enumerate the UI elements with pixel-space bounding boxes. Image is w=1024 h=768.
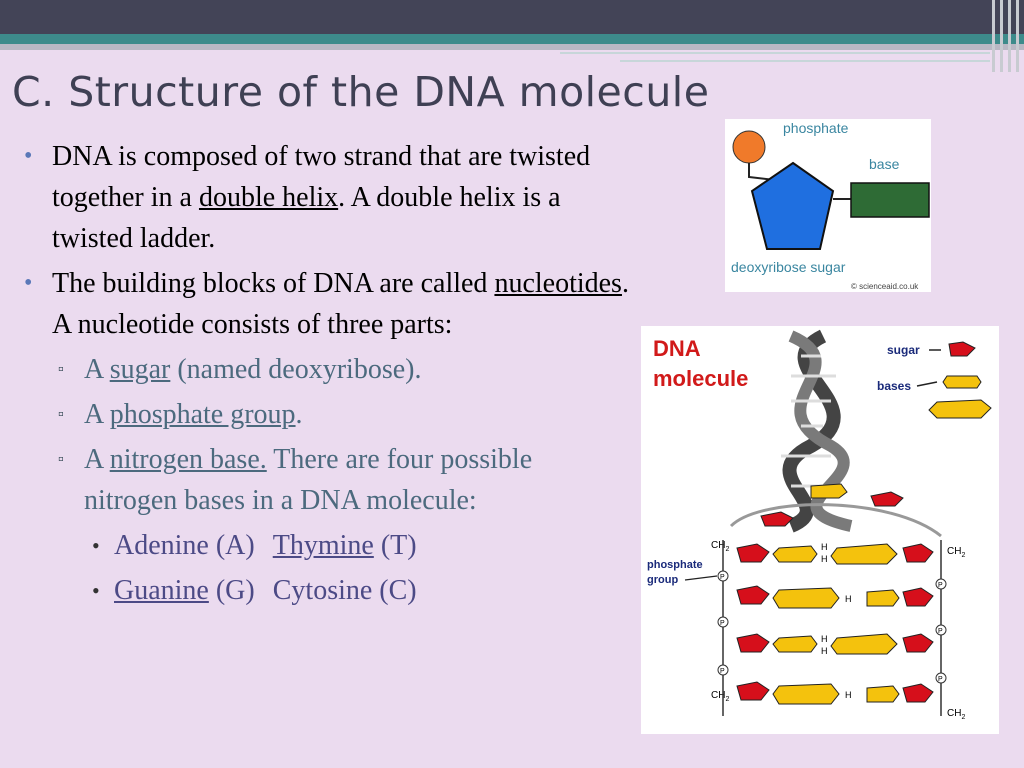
sugar-pentagon — [750, 161, 835, 250]
legend-base-icon — [942, 375, 982, 389]
base-unit — [810, 483, 848, 499]
legend-bases-label: bases — [877, 379, 911, 393]
svg-text:H: H — [821, 554, 828, 564]
base-list-row: • Guanine (G) Cytosine (C) — [22, 570, 632, 611]
svg-text:H: H — [821, 542, 828, 552]
ladder-row: HH — [736, 633, 934, 656]
sugar-unit — [760, 511, 794, 527]
svg-text:H: H — [845, 594, 852, 604]
base-label: base — [869, 156, 900, 172]
square-bullet-icon: ▫ — [58, 406, 64, 423]
base-rectangle — [850, 182, 930, 218]
ladder-row: H — [736, 585, 934, 609]
square-bullet-icon: ▫ — [58, 361, 64, 378]
sub-bullet-text: A — [84, 399, 110, 430]
bullet-text: The building blocks of DNA are called — [52, 268, 495, 299]
bullet-text: DNA is composed of two strand that are t… — [52, 141, 591, 213]
sub-bullet-nitrogen-base: ▫ A nitrogen base. There are four possib… — [22, 439, 604, 521]
helix-strand — [782, 329, 841, 533]
image-credit: © scienceaid.co.uk — [851, 282, 919, 291]
ladder-row: CH2 HH CH2 — [711, 540, 965, 565]
sugar-unit — [870, 491, 904, 507]
dot-bullet-icon: • — [92, 533, 100, 558]
base-text: (G) — [208, 575, 255, 606]
svg-text:H: H — [845, 690, 852, 700]
nucleotide-svg: phosphate base deoxyribose sugar © scien… — [731, 120, 930, 291]
corner-decoration — [988, 0, 1024, 72]
bullet-dot-icon: • — [24, 270, 33, 296]
phosphate-pointer — [684, 575, 718, 581]
bullet-text: . A double helix is a twisted ladder. — [52, 182, 561, 254]
legend-line — [916, 381, 938, 387]
slide-title: C. Structure of the DNA molecule — [12, 68, 710, 116]
ch2-label: CH2 — [947, 546, 965, 559]
link-nucleotides[interactable]: nucleotides — [494, 268, 622, 299]
svg-text:P: P — [938, 582, 943, 589]
link-nitrogen-base[interactable]: nitrogen base. — [109, 444, 267, 475]
legend-sugar-label: sugar — [887, 343, 920, 357]
bullet-nucleotides: • The building blocks of DNA are called … — [22, 263, 632, 345]
square-bullet-icon: ▫ — [58, 451, 64, 468]
strand-backbone — [729, 503, 942, 538]
dna-figure-title: molecule — [653, 366, 748, 391]
nucleotide-diagram: phosphate base deoxyribose sugar © scien… — [725, 119, 931, 292]
svg-text:P: P — [938, 628, 943, 635]
dot-bullet-icon: • — [92, 578, 100, 603]
header-stripe-gray — [0, 44, 1024, 50]
svg-text:P: P — [938, 676, 943, 683]
base-cytosine: Cytosine (C) — [272, 575, 417, 606]
phosphate-label: phosphate — [783, 120, 849, 136]
sub-bullet-text: A — [84, 354, 110, 385]
sub-bullet-text: . — [295, 399, 303, 430]
legend-sugar-icon — [948, 341, 976, 357]
bullet-text: . A nucleotide consists of three parts: — [52, 268, 629, 340]
ch2-label: CH2 — [711, 690, 729, 703]
slide-body: • DNA is composed of two strand that are… — [22, 136, 632, 611]
link-guanine[interactable]: Guanine — [114, 575, 209, 606]
svg-text:H: H — [821, 634, 828, 644]
phosphate-circle — [732, 130, 766, 164]
header-line — [560, 52, 990, 54]
link-phosphate-group[interactable]: phosphate group — [109, 399, 296, 430]
base-text: (T) — [373, 530, 417, 561]
ch2-label: CH2 — [711, 540, 729, 553]
svg-text:P: P — [720, 668, 725, 675]
sub-bullet-phosphate: ▫ A phosphate group. — [22, 394, 632, 435]
sugar-label: deoxyribose sugar — [731, 259, 846, 275]
phosphate-markers: P P P P P P — [717, 570, 947, 684]
ladder-row: H CH2 CH2 — [711, 681, 965, 721]
dna-figure-title: DNA — [653, 336, 701, 361]
bullet-dot-icon: • — [24, 143, 33, 169]
header-bar — [0, 0, 1024, 34]
link-double-helix[interactable]: double helix — [198, 182, 339, 213]
svg-text:H: H — [821, 646, 828, 656]
phosphate-group-label: phosphate — [647, 559, 703, 571]
legend-base-icon — [928, 399, 992, 419]
base-list-row: • Adenine (A) Thymine (T) — [22, 525, 632, 566]
header-stripe-teal — [0, 34, 1024, 44]
sub-bullet-text: There are four possible nitrogen bases i… — [84, 444, 533, 516]
sub-bullet-sugar: ▫ A sugar (named deoxyribose). — [22, 349, 632, 390]
dna-molecule-svg: DNA molecule sugar bases CH2 HH C — [647, 329, 992, 721]
ch2-label: CH2 — [947, 708, 965, 721]
sub-bullet-text: A — [84, 444, 110, 475]
link-sugar[interactable]: sugar — [109, 354, 171, 385]
bullet-double-helix: • DNA is composed of two strand that are… — [22, 136, 632, 259]
sub-bullet-text: (named deoxyribose). — [170, 354, 422, 385]
link-thymine[interactable]: Thymine — [272, 530, 374, 561]
base-adenine: Adenine (A) — [114, 530, 255, 561]
phosphate-group-label: group — [647, 574, 678, 586]
svg-text:P: P — [720, 574, 725, 581]
header-line — [620, 60, 990, 62]
svg-text:P: P — [720, 620, 725, 627]
